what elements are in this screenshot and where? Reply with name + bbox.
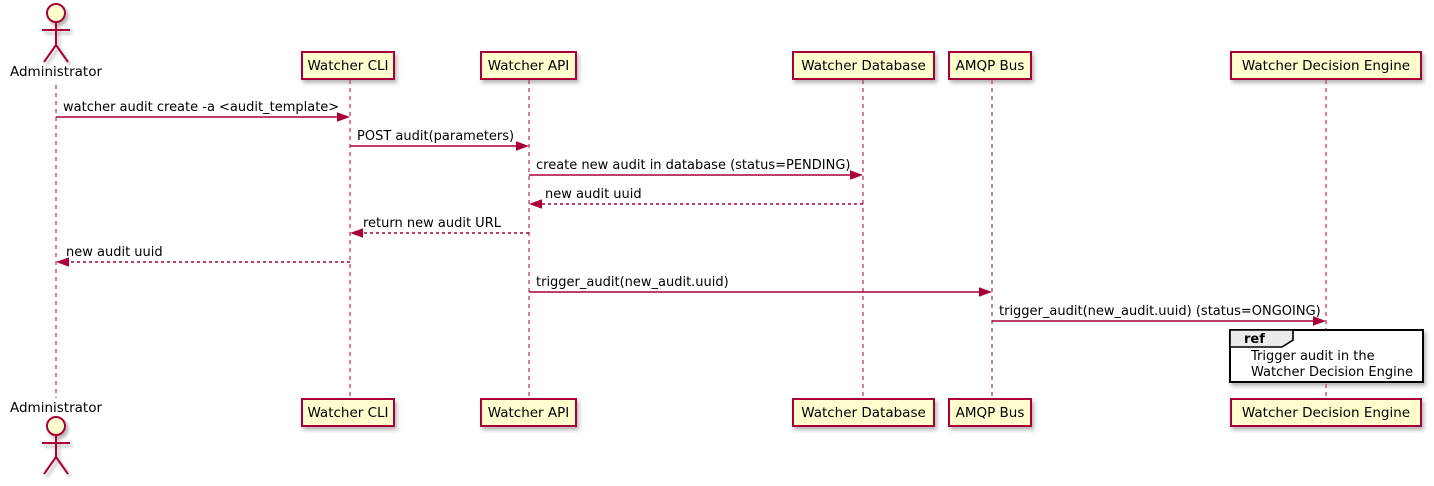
ref-tab-shape bbox=[1229, 329, 1294, 348]
message-arrow-4 bbox=[529, 199, 863, 209]
message-arrow-2 bbox=[350, 141, 529, 151]
message-arrows bbox=[56, 112, 1326, 326]
ref-keyword: ref bbox=[1244, 332, 1265, 347]
message-arrow-3 bbox=[529, 170, 863, 180]
participant-box-watcher-api-top: Watcher API bbox=[480, 51, 577, 80]
participant-box-watcher-decision-engine-bottom: Watcher Decision Engine bbox=[1230, 398, 1422, 427]
message-label-3: create new audit in database (status=PEN… bbox=[536, 158, 851, 173]
participant-box-watcher-database-top: Watcher Database bbox=[792, 51, 935, 80]
ref-fragment: ref Trigger audit in the Watcher Decisio… bbox=[1229, 329, 1424, 383]
actor-label-administrator-bottom: Administrator bbox=[9, 400, 103, 416]
actor-figure-top bbox=[42, 3, 70, 63]
ref-content-line-1: Trigger audit in the bbox=[1251, 349, 1375, 364]
ref-content: Trigger audit in the Watcher Decision En… bbox=[1251, 349, 1413, 381]
message-arrow-8 bbox=[992, 316, 1326, 326]
message-label-1: watcher audit create -a <audit_template> bbox=[63, 100, 340, 115]
message-label-5: return new audit URL bbox=[363, 216, 501, 231]
message-label-6: new audit uuid bbox=[66, 245, 163, 260]
message-label-2: POST audit(parameters) bbox=[357, 129, 515, 144]
participant-box-watcher-database-bottom: Watcher Database bbox=[792, 398, 935, 427]
message-label-8: trigger_audit(new_audit.uuid) (status=ON… bbox=[999, 304, 1321, 319]
message-arrow-6 bbox=[56, 257, 350, 267]
message-arrow-7 bbox=[529, 287, 992, 297]
participant-box-watcher-cli-top: Watcher CLI bbox=[301, 51, 395, 80]
participant-box-watcher-decision-engine-top: Watcher Decision Engine bbox=[1230, 51, 1422, 80]
actor-figure-bottom bbox=[42, 416, 70, 475]
actor-head bbox=[46, 3, 66, 23]
actor-label-administrator-top: Administrator bbox=[9, 64, 103, 80]
ref-content-line-2: Watcher Decision Engine bbox=[1251, 365, 1413, 380]
participant-box-amqp-bus-bottom: AMQP Bus bbox=[948, 398, 1032, 427]
actor-head bbox=[46, 416, 66, 436]
participant-box-amqp-bus-top: AMQP Bus bbox=[948, 51, 1032, 80]
lifelines bbox=[55, 80, 1327, 398]
participant-box-watcher-cli-bottom: Watcher CLI bbox=[301, 398, 395, 427]
message-arrow-1 bbox=[56, 112, 350, 122]
message-label-4: new audit uuid bbox=[545, 187, 642, 202]
participant-box-watcher-api-bottom: Watcher API bbox=[480, 398, 577, 427]
message-label-7: trigger_audit(new_audit.uuid) bbox=[536, 275, 729, 290]
message-arrow-5 bbox=[350, 228, 529, 238]
